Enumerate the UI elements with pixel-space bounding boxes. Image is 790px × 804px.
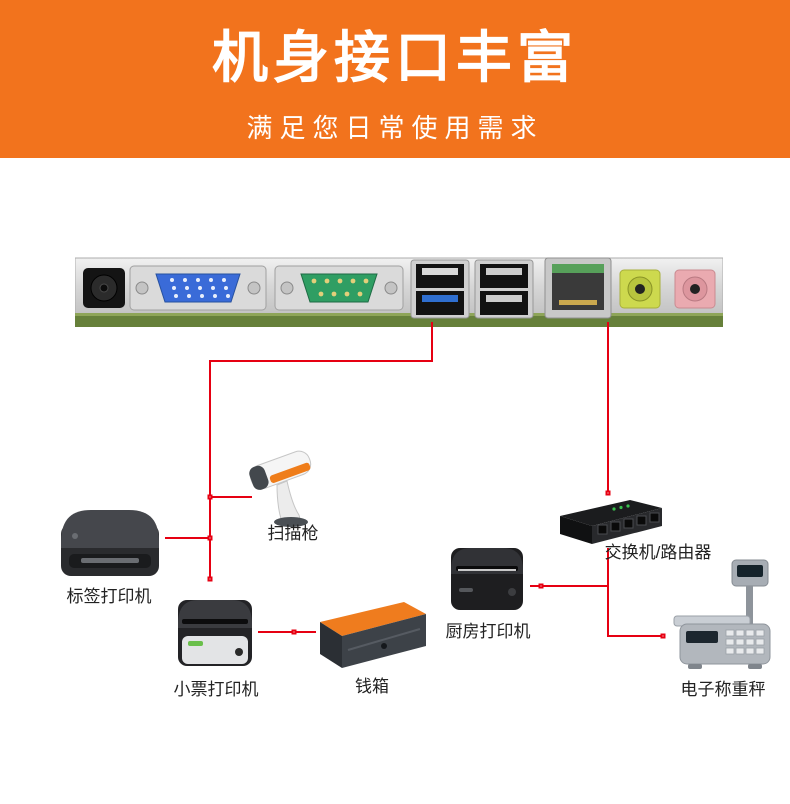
junction-node — [207, 576, 213, 582]
usb2-port-stack-icon — [474, 259, 534, 319]
page-subtitle: 满足您日常使用需求 — [246, 113, 544, 143]
scale-branch-line — [607, 635, 665, 637]
cash-drawer-icon — [312, 596, 432, 679]
electronic-scale-icon — [670, 558, 778, 678]
junction-node — [660, 633, 666, 639]
scanner-label: 扫描枪 — [267, 524, 319, 543]
cash-drawer-label: 钱箱 — [355, 677, 389, 696]
ethernet-connection-line — [607, 322, 609, 494]
motherboard-io-panel — [74, 250, 724, 330]
page-title: 机身接口丰富 — [212, 26, 578, 89]
junction-node — [207, 535, 213, 541]
usb3-port-stack-icon — [410, 259, 470, 319]
label-printer-label: 标签打印机 — [66, 587, 152, 606]
switch-downlink-line — [607, 548, 609, 636]
kitchen-printer-label: 厨房打印机 — [445, 622, 531, 641]
kitchen-printer-icon — [443, 538, 533, 623]
serial-port-icon — [274, 265, 404, 311]
usb-connection-line-horizontal — [209, 360, 433, 362]
header-banner: 机身接口丰富 满足您日常使用需求 — [0, 0, 790, 158]
switch-router-icon — [556, 494, 666, 553]
label-printer-branch-line — [165, 537, 210, 539]
label-printer-icon — [55, 498, 165, 591]
power-port-icon — [83, 268, 125, 308]
usb-trunk-line — [209, 360, 211, 580]
ethernet-port-icon — [544, 257, 612, 319]
usb-connection-line-vertical — [431, 322, 433, 362]
receipt-printer-icon — [168, 592, 263, 679]
scanner-icon — [243, 443, 343, 533]
scanner-branch-line — [210, 496, 252, 498]
switch-router-label: 交换机/路由器 — [604, 543, 712, 562]
vga-port-icon — [129, 265, 267, 311]
kitchen-printer-branch-line — [530, 585, 608, 587]
receipt-printer-label: 小票打印机 — [173, 680, 259, 699]
mic-jack-icon — [674, 269, 716, 309]
junction-node — [605, 490, 611, 496]
cash-drawer-branch-line — [258, 631, 316, 633]
electronic-scale-label: 电子称重秤 — [680, 680, 766, 699]
junction-node — [538, 583, 544, 589]
junction-node — [207, 494, 213, 500]
audio-out-jack-icon — [619, 269, 661, 309]
motherboard-io-image — [74, 257, 724, 327]
junction-node — [291, 629, 297, 635]
